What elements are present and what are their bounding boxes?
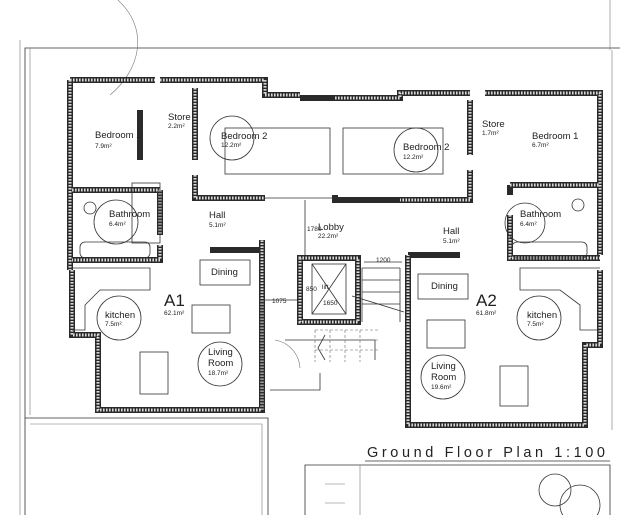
unit-a1-name: A1 [164,291,185,310]
furniture [72,127,601,515]
area-a1-bathroom: 6.4m² [109,221,126,228]
area-a2-bedroom1: 6.7m² [532,142,549,149]
area-a1-living: 18.7m² [208,370,229,377]
bed-a1-b1 [131,182,161,244]
label-a2-living-2: Room [431,372,456,383]
bath-a2 [511,241,588,259]
label-lift: lift [322,284,329,291]
sofa-a2b [499,365,529,407]
label-a1-dining: Dining [211,267,238,278]
area-a2-kitchen: 7.5m² [527,321,544,328]
area-a2-living: 19.6m² [431,384,452,391]
drawing-title: Ground Floor Plan 1:100 [367,445,609,461]
label-a1-store: Store [168,112,191,123]
unit-a1-area: 62.1m² [164,310,185,317]
room-labels: Bedroom 1 7.9m² Store 2.2m² Bedroom 2 12… [95,112,578,391]
unit-a2-walls [332,90,603,428]
site-boundary [19,0,620,515]
label-a1-living-2: Room [208,358,233,369]
lobby-core [261,197,405,410]
unit-a2-area: 61.8m² [476,310,497,317]
area-a2-store: 1.7m² [482,130,499,137]
area-a1-hall: 5.1m² [209,222,226,229]
sofa-a1 [191,304,231,334]
dim-stair-width: 1200 [376,257,391,264]
area-a2-bedroom2: 12.2m² [403,154,424,161]
label-a2-bedroom1: Bedroom 1 [532,131,578,142]
area-a2-bathroom: 6.4m² [520,221,537,228]
area-a1-store: 2.2m² [168,123,185,130]
area-lobby: 22.2m² [318,233,339,240]
unit-a1-walls [67,77,335,413]
bed-a2-b2 [342,127,444,175]
dimension-labels: 1780 1200 1075 850 1650 [272,226,391,307]
area-a1-kitchen: 7.5m² [105,321,122,328]
label-a1-living: Living [208,347,233,358]
sofa-a1b [139,351,169,395]
label-a1-kitchen: kitchen [105,310,135,321]
label-a2-kitchen: kitchen [527,310,557,321]
room-circles [93,115,562,400]
label-a2-hall: Hall [443,226,459,237]
bed-a1-b2 [224,127,331,175]
label-a1-bathroom: Bathroom [109,209,150,220]
label-a1-hall: Hall [209,210,225,221]
area-a2-hall: 5.1m² [443,238,460,245]
area-a1-bedroom1: 7.9m² [95,143,112,150]
dining-table-a2 [417,273,469,300]
dining-table-a1 [199,259,251,286]
area-a1-bedroom2: 12.2m² [221,142,242,149]
dim-lobby-depth: 1780 [307,226,322,233]
label-a2-living: Living [431,361,456,372]
label-a2-store: Store [482,119,505,130]
dim-lift-depth: 1650 [323,300,338,307]
dim-lift-width: 850 [306,286,317,293]
sofa-a2 [426,319,466,349]
unit-a2-name: A2 [476,291,497,310]
bath-a1 [79,241,151,259]
label-lobby: Lobby [318,222,344,233]
dim-corridor: 1075 [272,298,287,305]
label-a2-bathroom: Bathroom [520,209,561,220]
label-a2-bedroom2: Bedroom 2 [403,142,449,153]
label-a1-bedroom1: Bedroom 1 [95,130,141,141]
label-a2-dining: Dining [431,281,458,292]
label-a1-bedroom2: Bedroom 2 [221,131,267,142]
